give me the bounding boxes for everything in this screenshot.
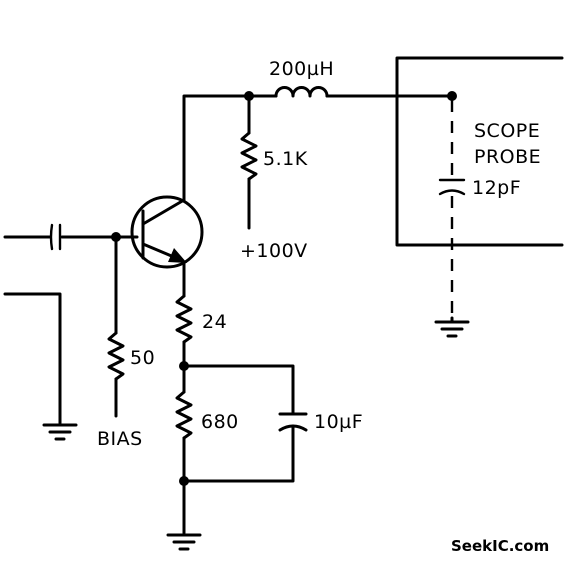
emitter-resistor-680 [175, 390, 193, 440]
input-coupling-capacitor [49, 223, 62, 251]
watermark: SeekIC.com [451, 537, 549, 555]
emitter-resistor-24 [175, 294, 193, 344]
scope-label-line1: SCOPE [474, 120, 540, 142]
bypass-wire-bottom [182, 424, 295, 483]
bias-resistor-label: 50 [130, 347, 155, 369]
output-junction-dot [447, 91, 457, 101]
transistor-npn [130, 195, 204, 269]
probe-capacitor-12pf [438, 178, 466, 196]
inductor-label: 200µH [269, 58, 334, 80]
bypass-capacitor-label: 10µF [314, 411, 363, 433]
emitter-resistor-label: 24 [202, 311, 227, 333]
bias-resistor-50 [107, 331, 125, 381]
bias-label: BIAS [97, 428, 143, 450]
scope-label-line2: PROBE [474, 146, 541, 168]
collector-resistor-label: 5.1K [263, 148, 308, 170]
ground-icon-left [42, 423, 78, 441]
scope-box [395, 56, 564, 247]
left-return-wire [3, 292, 62, 425]
ground-icon-probe [434, 316, 470, 338]
supply-label: +100V [240, 240, 308, 262]
probe-capacitor-label: 12pF [472, 177, 521, 199]
emitter-resistor2-label: 680 [201, 411, 239, 433]
collector-resistor-5-1k [240, 131, 258, 181]
ground-icon-emitter [166, 533, 202, 551]
bypass-wire-top [182, 364, 295, 416]
inductor-200uh [274, 86, 329, 98]
